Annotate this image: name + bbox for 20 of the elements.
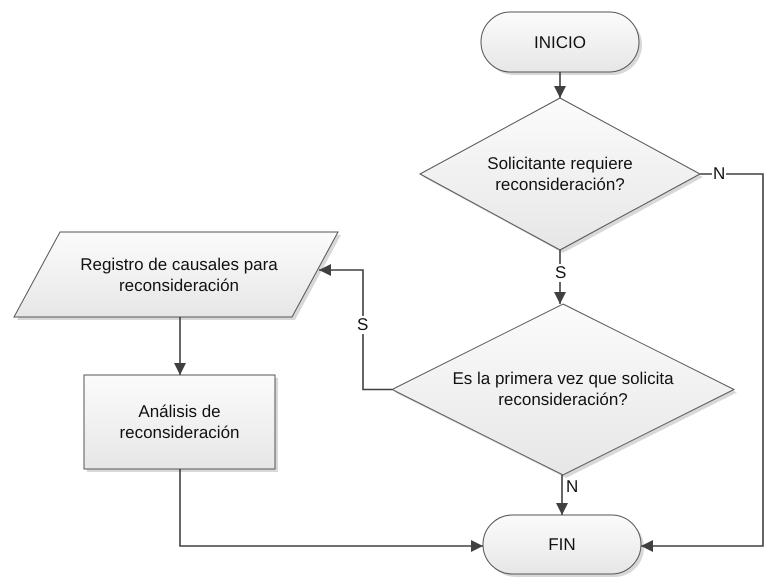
end-terminal (483, 515, 641, 574)
decision-diamond (392, 304, 734, 475)
arrow (556, 475, 568, 515)
process-box (84, 375, 275, 469)
node-label: FIN (548, 534, 576, 555)
decision-diamond (420, 98, 700, 250)
arrow (554, 72, 566, 98)
input-parallelogram (14, 232, 338, 317)
node-label: Análisis de reconsideración (118, 401, 240, 443)
node-label: INICIO (534, 32, 586, 52)
arrow (319, 264, 392, 390)
node-label: Es la primera vez que solicita reconsideración? (451, 368, 675, 410)
arrow (641, 173, 764, 552)
start-terminal (481, 12, 639, 72)
node-label: Solicitante requiere reconsideración? (486, 153, 634, 195)
edge-label: S (356, 316, 370, 334)
edge-label: S (554, 264, 568, 282)
arrow (174, 317, 186, 375)
arrow (179, 469, 483, 552)
node-label: Registro de causales para reconsideración (79, 254, 279, 296)
